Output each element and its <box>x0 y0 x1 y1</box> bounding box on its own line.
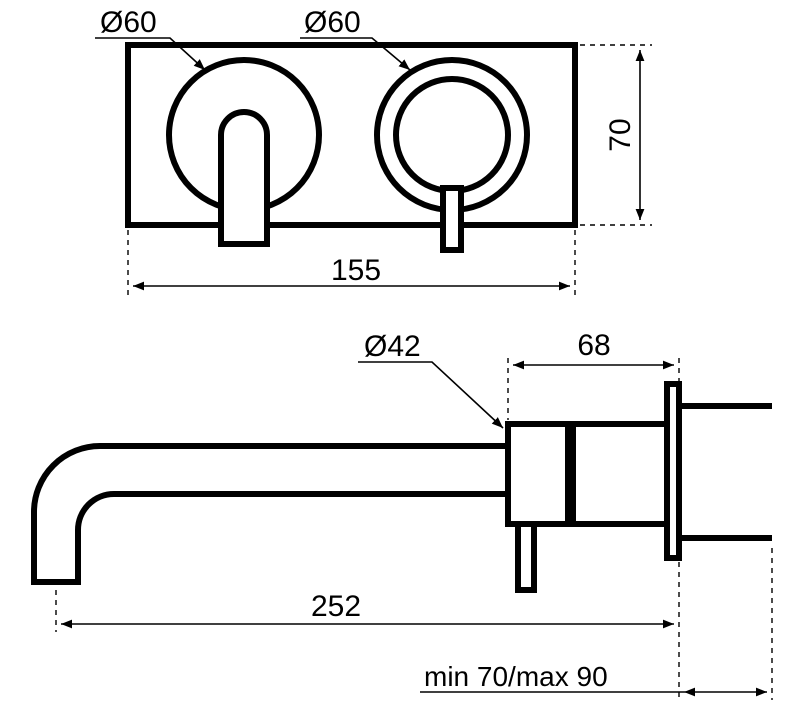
side-view: Ø42 68 252 min 70/max 90 <box>31 329 773 700</box>
wall-depth-label: min 70/max 90 <box>424 661 608 692</box>
right-diameter-label: Ø60 <box>304 6 361 39</box>
spout-outer <box>31 443 508 582</box>
side-handle <box>515 521 537 593</box>
top-view: Ø60 Ø60 70 155 <box>95 6 652 295</box>
mixer-body-front <box>505 421 571 527</box>
body-diameter-leader <box>358 361 504 429</box>
mixer-body-rear <box>570 421 673 527</box>
wall-flange <box>664 381 682 561</box>
spout-outlet <box>218 109 270 247</box>
right-diameter-leader <box>300 37 411 71</box>
spout-inner <box>75 491 508 582</box>
depth-label: 68 <box>577 329 610 362</box>
left-diameter-leader <box>95 37 206 71</box>
body-diameter-label: Ø42 <box>364 330 421 363</box>
width-label: 155 <box>331 254 381 287</box>
reach-label: 252 <box>311 590 361 623</box>
left-diameter-label: Ø60 <box>100 6 157 39</box>
height-label: 70 <box>604 118 637 151</box>
handle-lever <box>440 185 464 253</box>
